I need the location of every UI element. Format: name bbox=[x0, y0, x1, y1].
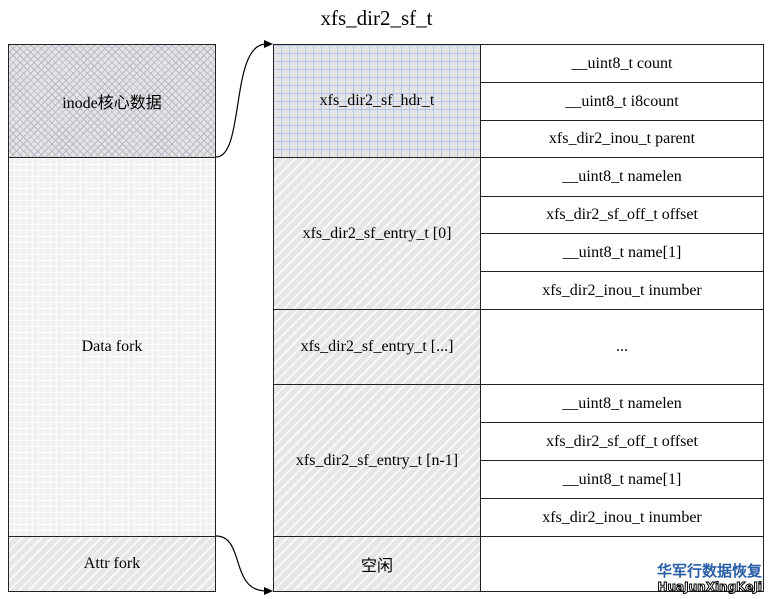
attr-fork-block: Attr fork bbox=[8, 536, 216, 592]
sf-entry-more-block: xfs_dir2_sf_entry_t [...] bbox=[273, 309, 481, 385]
inode-core-block: inode核心数据 bbox=[8, 44, 216, 158]
field-offset: xfs_dir2_sf_off_t offset bbox=[480, 422, 764, 461]
arrow-head-bottom bbox=[264, 587, 273, 595]
arrow-head-top bbox=[264, 40, 273, 48]
field-namelen: __uint8_t namelen bbox=[480, 157, 764, 197]
free-space-block: 空闲 bbox=[273, 536, 481, 592]
field-namelen: __uint8_t namelen bbox=[480, 384, 764, 423]
field-inumber: xfs_dir2_inou_t inumber bbox=[480, 271, 764, 310]
field-ellipsis: ... bbox=[480, 309, 764, 385]
watermark: 华军行数据恢复 HuaJunXingKeJi bbox=[656, 562, 763, 595]
data-fork-block: Data fork bbox=[8, 157, 216, 537]
field-count: __uint8_t count bbox=[480, 44, 764, 83]
field-inumber: xfs_dir2_inou_t inumber bbox=[480, 498, 764, 537]
field-name: __uint8_t name[1] bbox=[480, 460, 764, 499]
arrow-data-fork-end bbox=[215, 535, 267, 592]
diagram-title: xfs_dir2_sf_t bbox=[320, 6, 433, 30]
watermark-en: HuaJunXingKeJi bbox=[657, 580, 763, 595]
field-i8count: __uint8_t i8count bbox=[480, 82, 764, 121]
field-name: __uint8_t name[1] bbox=[480, 233, 764, 272]
field-offset: xfs_dir2_sf_off_t offset bbox=[480, 196, 764, 234]
sf-entry-last-block: xfs_dir2_sf_entry_t [n-1] bbox=[273, 384, 481, 537]
sf-entry-0-block: xfs_dir2_sf_entry_t [0] bbox=[273, 157, 481, 310]
watermark-cn: 华军行数据恢复 bbox=[656, 562, 762, 580]
field-parent: xfs_dir2_inou_t parent bbox=[480, 120, 764, 158]
arrow-data-fork-start bbox=[215, 43, 267, 158]
empty-cell bbox=[480, 536, 764, 592]
sf-hdr-block: xfs_dir2_sf_hdr_t bbox=[273, 44, 481, 158]
